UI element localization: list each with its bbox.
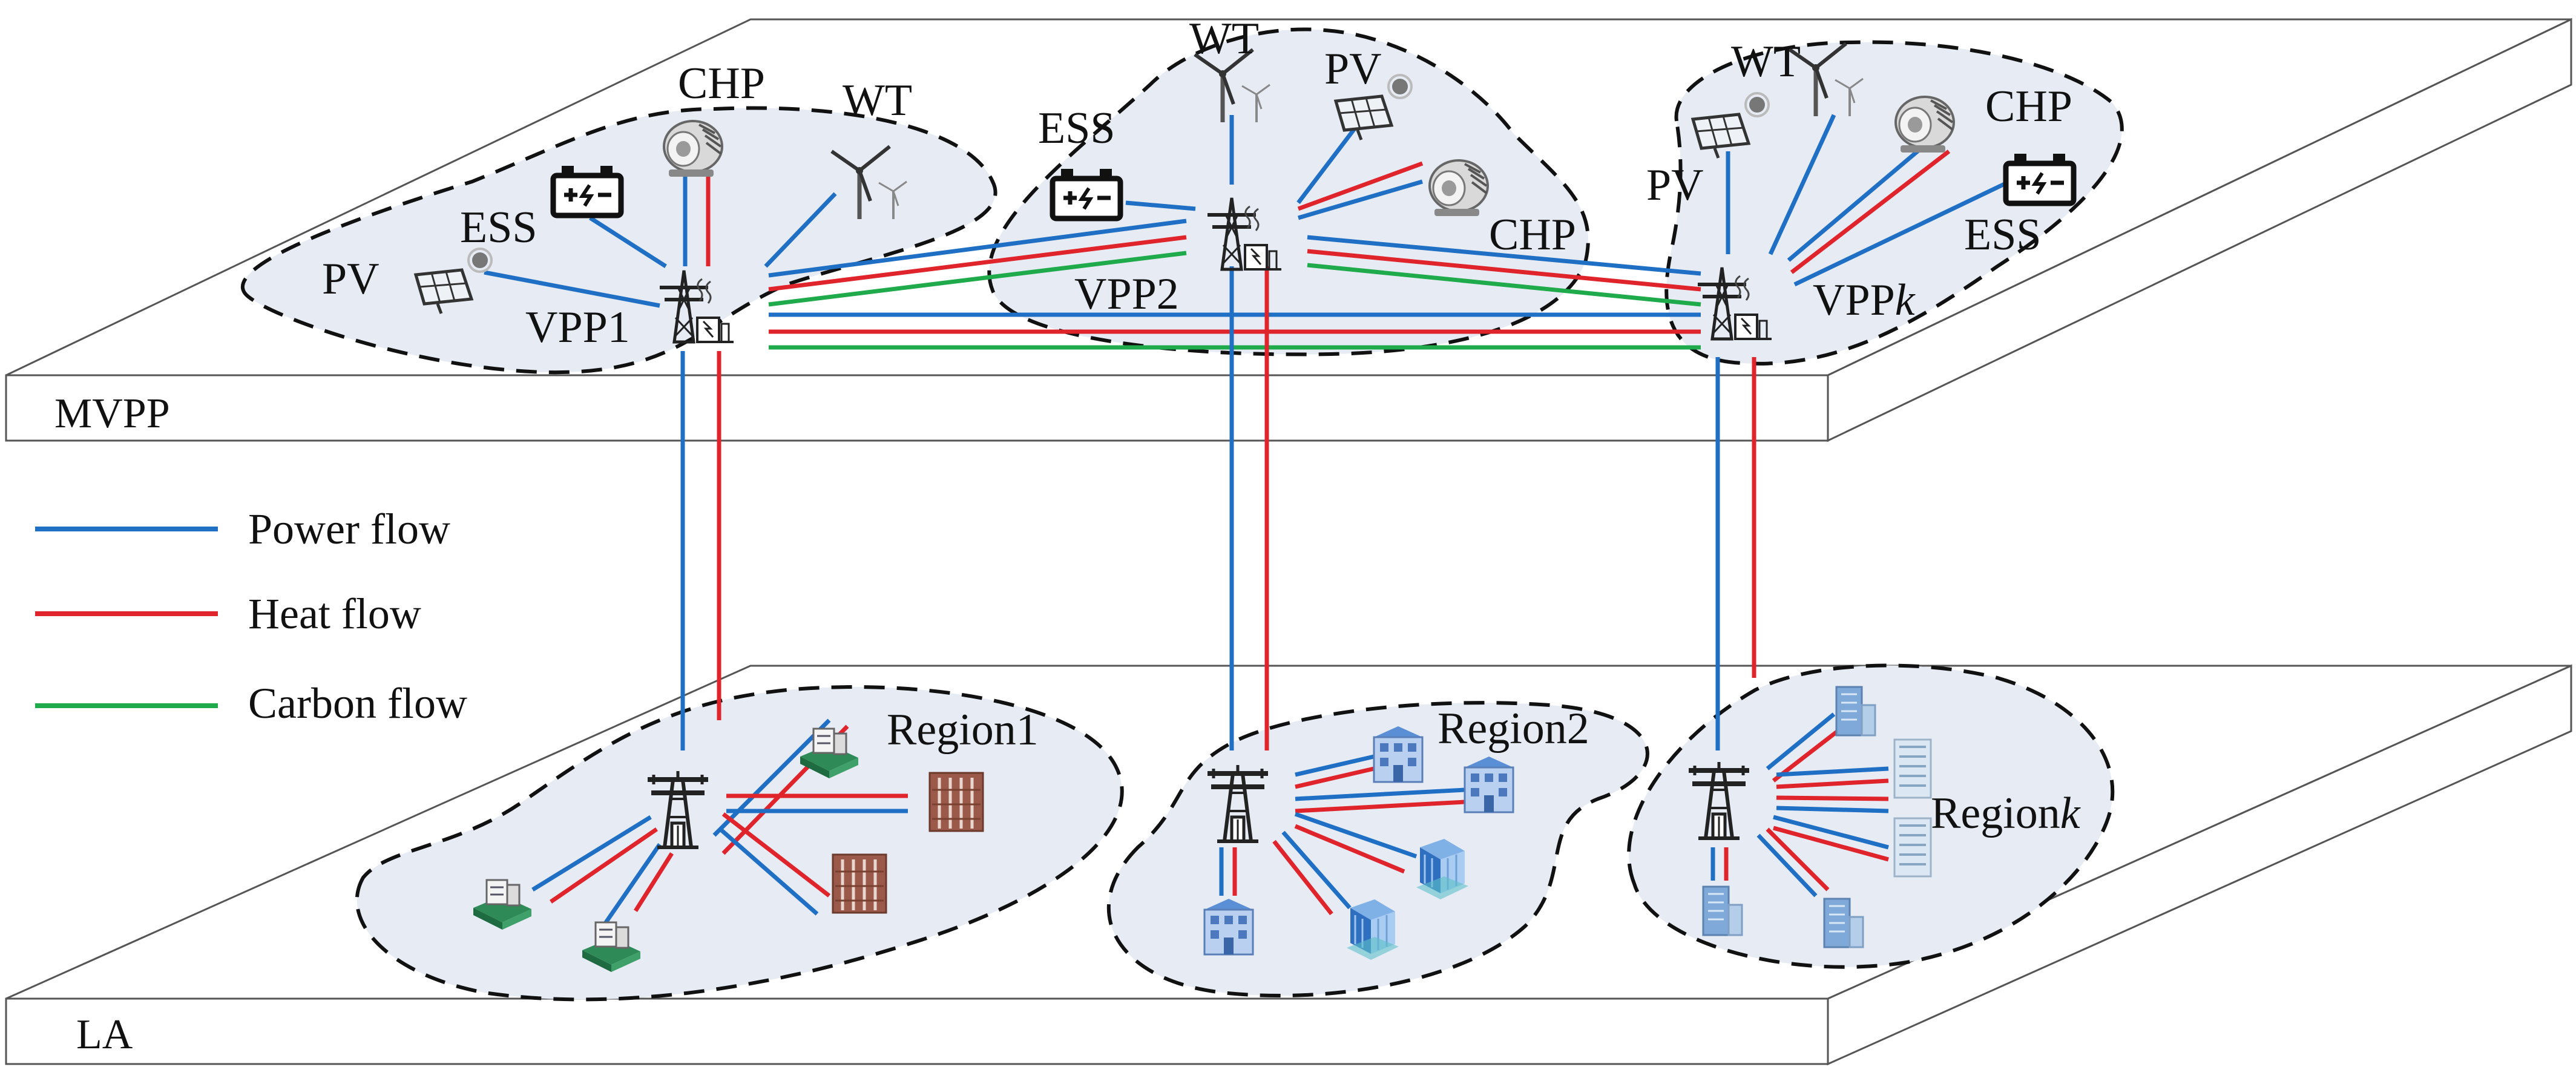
power-line-region1-b1	[531, 815, 652, 892]
battery-icon	[2006, 154, 2074, 203]
tower-building-icon	[1893, 738, 1932, 799]
battery-icon	[1053, 169, 1120, 218]
heat-line-region2-b4	[1272, 839, 1333, 916]
vpp2-ess-label: ESS	[1038, 103, 1116, 153]
region1-label: Region1	[887, 705, 1039, 755]
vpp1-chp-label: CHP	[678, 59, 765, 108]
flow-lines	[484, 114, 2011, 933]
regionk-label-main: Region	[1931, 789, 2060, 838]
vpp2-pv-label: PV	[1324, 44, 1382, 94]
heat-line-vpp2-chp	[1297, 161, 1424, 211]
power-line-vppk-chp	[1787, 143, 1927, 262]
power-line-regionk-b2	[1776, 766, 1889, 777]
legend-label-carbon: Carbon flow	[248, 679, 467, 727]
vppk-wt-label: WT	[1731, 37, 1801, 87]
vpp2: ESS WT PV CHP VPP2	[1038, 14, 1576, 319]
regionk: Regionk	[1689, 686, 2081, 948]
heat-line-regionk-b5	[1766, 827, 1830, 892]
heat-line-region2-b3	[1294, 824, 1405, 874]
la-slab-front	[5, 997, 1829, 1065]
vppk: PV WT CHP ESS VPPk	[1646, 37, 2074, 339]
regionk-cluster	[1627, 663, 2115, 969]
la-layer-label: LA	[76, 1011, 133, 1058]
power-line-region1-b3	[712, 718, 831, 837]
heat-line-regionk-b2	[1776, 778, 1889, 789]
region2: Region2	[1203, 704, 1589, 961]
mvpp-slab-side	[1827, 18, 2572, 442]
heat-line-vpp1-vpp2	[768, 235, 1187, 292]
heat-line-region2-b1	[1295, 766, 1375, 789]
la-slab-side	[1827, 664, 2572, 1066]
power-line-regionk-b1	[1766, 712, 1836, 770]
power-line-region2-b3	[1294, 812, 1418, 859]
heat-line-vppk-chp	[1790, 149, 1951, 274]
carbon-line-vpp1-vpp2	[768, 251, 1187, 307]
vpp2-wt-label: WT	[1189, 14, 1259, 64]
vppk-label-index: k	[1895, 275, 1916, 325]
blue-building-icon	[1203, 898, 1254, 956]
mvpp-slab-front	[5, 374, 1829, 442]
legend: Power flow Heat flow Carbon flow	[35, 505, 467, 727]
vpp1: PV ESS CHP WT VPP1	[322, 59, 912, 352]
tower-building-icon	[1893, 817, 1932, 878]
vpp1-label: VPP1	[525, 303, 630, 352]
brown-building-icon	[833, 855, 886, 913]
vppk-pv-label: PV	[1646, 160, 1704, 210]
brown-building-icon	[930, 773, 983, 831]
power-line-region1-b5	[718, 827, 819, 916]
vppk-label: VPPk	[1813, 275, 1916, 325]
carbon-line-vpp2-vppk	[1307, 263, 1701, 307]
vpp2-cluster	[987, 27, 1590, 356]
power-line-vpp2-vppk	[1307, 235, 1701, 276]
vpp1-cluster	[240, 106, 997, 375]
vppk-chp-label: CHP	[1985, 82, 2072, 131]
blue-building-icon	[1464, 755, 1514, 813]
power-line-vpp2-ess	[1125, 200, 1196, 211]
vpp1-ess-label: ESS	[460, 203, 537, 252]
regionk-label: Regionk	[1931, 789, 2081, 838]
power-line-region2-b2	[1295, 787, 1465, 801]
heat-line-vpp2-vppk	[1307, 249, 1701, 292]
blue-building-icon	[1373, 725, 1424, 783]
heat-line-regionk-b4	[1773, 826, 1889, 862]
heat-line-region2-b2	[1295, 800, 1465, 813]
power-line-region2-b1	[1295, 754, 1375, 777]
region2-label: Region2	[1438, 704, 1589, 754]
vppk-cluster	[1664, 40, 2124, 366]
heat-line-regionk-b3	[1776, 795, 1889, 801]
legend-label-power: Power flow	[248, 505, 450, 553]
power-line-regionk-b4	[1773, 815, 1889, 850]
power-line-regionk-b3	[1776, 806, 1889, 813]
heat-line-region1-b1	[550, 827, 658, 904]
vpp1-pv-label: PV	[322, 254, 380, 304]
power-line-vpp2-pv	[1296, 125, 1358, 205]
region1: Region1	[472, 705, 1039, 973]
power-line-vpp2-chp	[1298, 179, 1423, 220]
vpp1-wt-label: WT	[843, 76, 912, 125]
heat-line-region1-b2	[634, 852, 674, 912]
power-line-region1-b2	[597, 843, 662, 933]
power-line-vppk-ess	[1793, 179, 2011, 287]
mvpp-layer-label: MVPP	[54, 390, 170, 437]
vpp2-chp-label: CHP	[1489, 210, 1576, 260]
vppk-ess-label: ESS	[1964, 210, 2042, 260]
power-line-region2-b4	[1281, 830, 1352, 910]
power-line-vpp1-pv	[484, 270, 660, 308]
vpp2-label: VPP2	[1074, 269, 1179, 319]
regionk-label-index: k	[2060, 789, 2081, 838]
heat-line-region1-b5	[721, 812, 831, 898]
power-line-vpp1-ess	[589, 216, 667, 268]
legend-label-heat: Heat flow	[248, 589, 421, 638]
power-line-vpp1-wt	[764, 192, 837, 268]
power-line-regionk-b5	[1756, 833, 1818, 898]
power-line-vppk-wt	[1768, 114, 1836, 255]
vppk-label-main: VPP	[1813, 275, 1895, 325]
power-line-vpp1-vpp2	[768, 218, 1187, 278]
battery-icon	[553, 166, 621, 215]
